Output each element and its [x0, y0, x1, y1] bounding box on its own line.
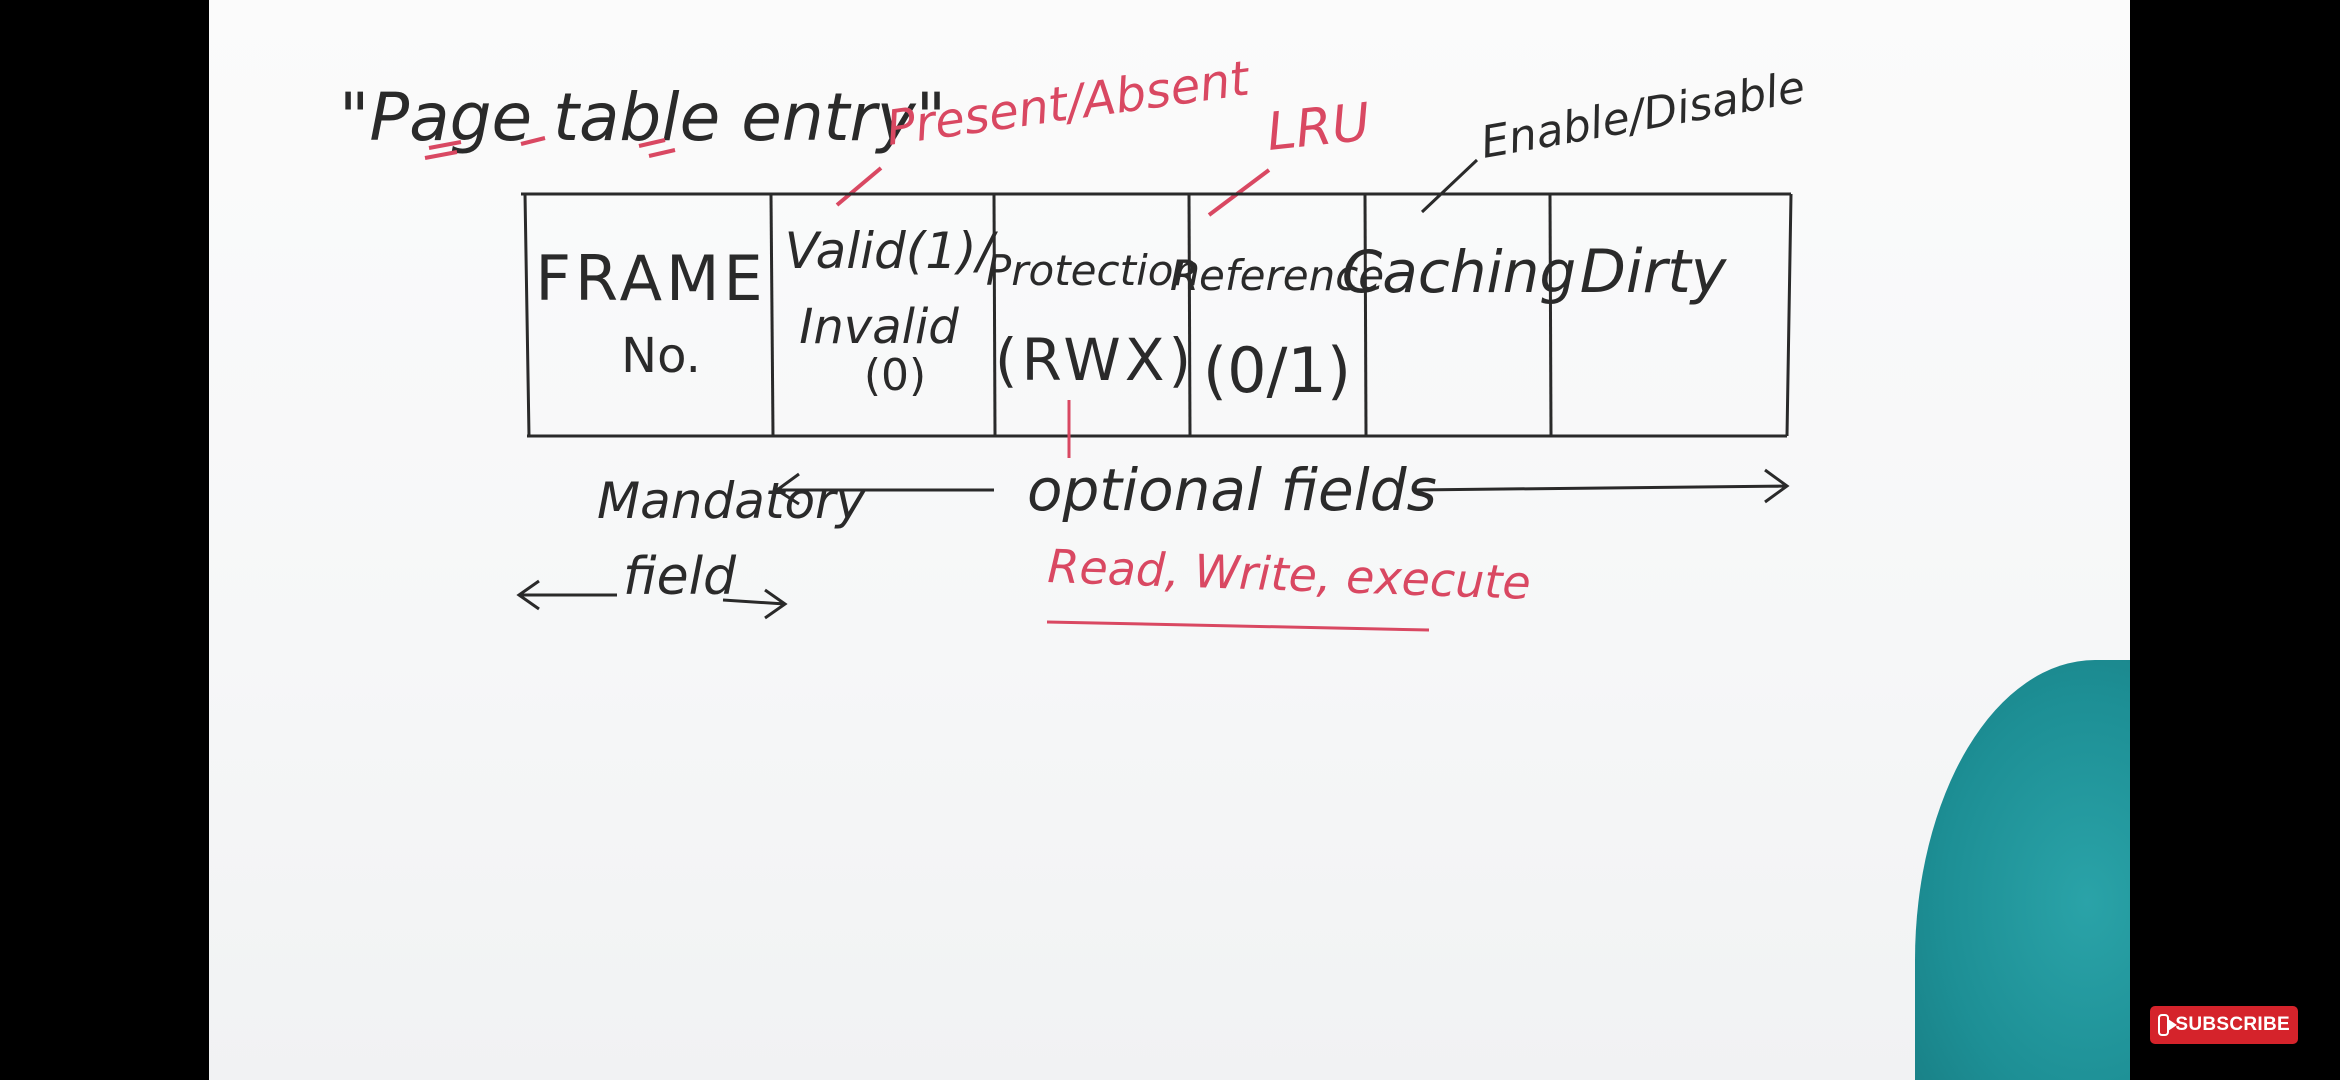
- label-optional-fields: optional fields: [1027, 456, 1437, 524]
- optional-arrow-left: [774, 472, 994, 506]
- subscribe-button[interactable]: SUBSCRIBE: [2150, 1006, 2298, 1044]
- mandatory-arrow-left: [516, 579, 617, 611]
- svg-text:FRAME: FRAME: [535, 242, 766, 315]
- svg-text:Reference: Reference: [1170, 251, 1384, 300]
- table-cell-caching: Caching: [1342, 238, 1576, 306]
- mandatory-arrow-right: [722, 588, 788, 620]
- pointer-present: [835, 166, 883, 207]
- table-cell-reference: Reference (0/1): [1170, 251, 1384, 407]
- table-cell-valid-invalid: Valid(1)/ Invalid (0): [785, 222, 999, 401]
- svg-text:Valid(1)/: Valid(1)/: [785, 222, 999, 280]
- title-underline-marks: [424, 136, 676, 160]
- page-table-entry-table: [521, 192, 1793, 438]
- label-field: field: [623, 547, 737, 607]
- subscribe-label: SUBSCRIBE: [2175, 1014, 2290, 1035]
- youtube-play-icon: [2158, 1014, 2178, 1036]
- svg-text:(0): (0): [864, 350, 926, 401]
- table-cell-protection: Protection (RWX): [986, 246, 1200, 394]
- video-frame: "Page table entry" Present/Absent LRU En…: [209, 0, 2130, 1080]
- note-read-write-execute: Read, Write, execute: [1047, 539, 1532, 610]
- note-present-absent: Present/Absent: [883, 50, 1255, 157]
- svg-text:(RWX): (RWX): [995, 326, 1195, 394]
- svg-text:Caching: Caching: [1342, 238, 1576, 306]
- table-cell-dirty: Dirty: [1580, 237, 1728, 307]
- pointer-caching: [1420, 158, 1479, 214]
- svg-text:No.: No.: [621, 328, 701, 384]
- label-mandatory: Mandatory: [597, 472, 867, 530]
- svg-text:Dirty: Dirty: [1580, 237, 1728, 307]
- rwe-underline: [1046, 620, 1430, 632]
- whiteboard: "Page table entry" Present/Absent LRU En…: [339, 50, 1809, 632]
- svg-text:Protection: Protection: [986, 246, 1200, 295]
- svg-text:Invalid: Invalid: [799, 299, 959, 355]
- note-enable-disable: Enable/Disable: [1477, 62, 1809, 169]
- note-lru: LRU: [1264, 92, 1373, 162]
- optional-arrow-right: [1413, 468, 1790, 504]
- svg-text:(0/1): (0/1): [1203, 334, 1351, 407]
- table-cell-frame-no: FRAME No.: [535, 242, 766, 384]
